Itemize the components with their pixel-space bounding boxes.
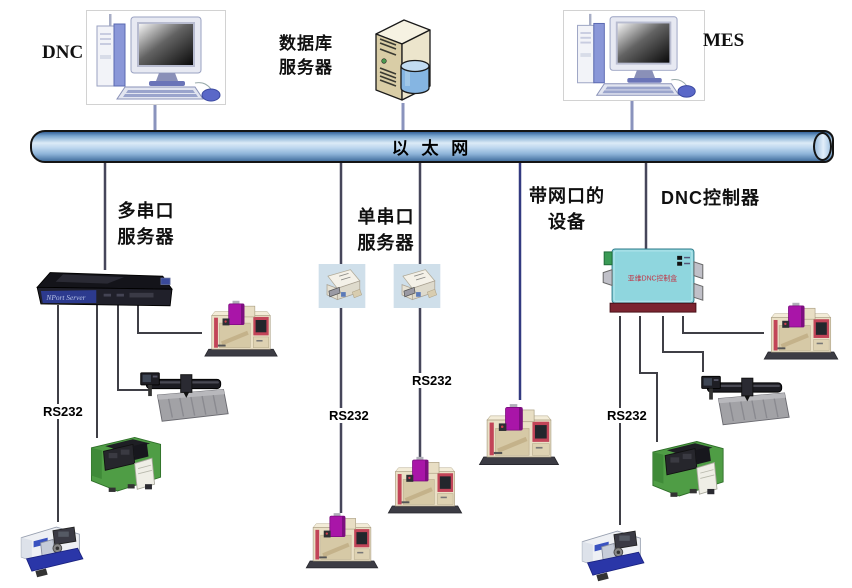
multi-serial-label-line1: 多串口 bbox=[117, 201, 175, 221]
ethernet-drop-lines bbox=[103, 158, 648, 513]
blue-lathe-b bbox=[577, 523, 665, 585]
serial-rack-server-icon: NPort Server bbox=[28, 267, 183, 315]
pipe-end-cap bbox=[813, 132, 832, 161]
line-multiserial-mill-a bbox=[137, 305, 202, 334]
blue-lathe-icon bbox=[16, 519, 104, 581]
line-multiserial-gantry-a bbox=[117, 305, 150, 391]
green-lathe-icon bbox=[644, 438, 732, 503]
net-port-device-label: 带网口的 设备 bbox=[522, 183, 612, 235]
db-server-label: 数据库 服务器 bbox=[266, 32, 346, 80]
line-controller-mill-e bbox=[682, 316, 764, 334]
green-lathe-a bbox=[82, 434, 170, 498]
dnc-controller: 亚维DNC控制盒 bbox=[598, 246, 708, 318]
cnc-mill-icon bbox=[200, 300, 282, 360]
db-server-label-line2: 服务器 bbox=[279, 58, 333, 77]
line-controller-lathe-green-b bbox=[639, 316, 658, 442]
gantry-machine-icon bbox=[698, 370, 791, 431]
rs232-label-right: RS232 bbox=[606, 408, 648, 423]
multi-serial-label: 多串口 服务器 bbox=[106, 198, 186, 250]
serial-converter-icon bbox=[392, 264, 442, 308]
cnc-mill-icon bbox=[304, 511, 380, 573]
single-serial-server-2 bbox=[392, 264, 442, 308]
nport-device-text: NPort Server bbox=[45, 293, 85, 302]
dnc-pc-label: DNC bbox=[42, 42, 84, 63]
controller-device-text: 亚维DNC控制盒 bbox=[628, 274, 677, 283]
gantry-machine-icon bbox=[137, 366, 230, 428]
cnc-mill-a bbox=[200, 300, 282, 360]
rs232-label-mid2: RS232 bbox=[411, 373, 453, 388]
multi-serial-label-line2: 服务器 bbox=[117, 227, 175, 247]
green-lathe-b bbox=[644, 438, 732, 503]
desktop-computer-icon bbox=[87, 11, 225, 104]
rs232-label-left: RS232 bbox=[42, 404, 84, 419]
cnc-mill-icon bbox=[477, 397, 561, 475]
mes-pc-label: MES bbox=[703, 30, 745, 51]
server-tower-icon bbox=[362, 6, 444, 106]
blue-lathe-a bbox=[16, 519, 104, 581]
cnc-mill-b bbox=[304, 511, 380, 573]
line-controller-gantry-b bbox=[662, 316, 704, 372]
single-serial-label: 单串口 服务器 bbox=[346, 204, 426, 256]
top-drop-lines bbox=[153, 99, 634, 131]
gantry-machine-a bbox=[137, 366, 230, 428]
dnc-workstation bbox=[86, 10, 226, 105]
mes-workstation bbox=[563, 10, 705, 101]
database-server bbox=[362, 6, 444, 106]
single-serial-label-line1: 单串口 bbox=[357, 207, 415, 227]
gantry-machine-b bbox=[698, 370, 791, 431]
cnc-mill-netport bbox=[477, 397, 561, 475]
rs232-label-mid1: RS232 bbox=[328, 408, 370, 423]
green-lathe-icon bbox=[82, 434, 170, 498]
ethernet-bus: 以 太 网 bbox=[30, 130, 834, 163]
single-serial-label-line2: 服务器 bbox=[357, 233, 415, 253]
net-port-device-label-line2: 设备 bbox=[548, 212, 586, 232]
db-server-label-line1: 数据库 bbox=[279, 34, 333, 53]
cnc-mill-icon bbox=[761, 302, 841, 363]
ethernet-label: 以 太 网 bbox=[391, 139, 473, 158]
cnc-mill-c bbox=[386, 455, 464, 518]
dnc-controller-box-icon: 亚维DNC控制盒 bbox=[598, 246, 708, 318]
desktop-computer-icon bbox=[564, 11, 704, 100]
serial-converter-icon bbox=[317, 264, 367, 308]
net-port-device-label-line1: 带网口的 bbox=[529, 186, 605, 206]
dnc-controller-label: DNC控制器 bbox=[661, 188, 760, 208]
cnc-mill-icon bbox=[386, 455, 464, 518]
multi-serial-server: NPort Server bbox=[28, 267, 183, 315]
blue-lathe-icon bbox=[577, 523, 665, 585]
cnc-mill-e bbox=[761, 302, 841, 363]
single-serial-server-1 bbox=[317, 264, 367, 308]
